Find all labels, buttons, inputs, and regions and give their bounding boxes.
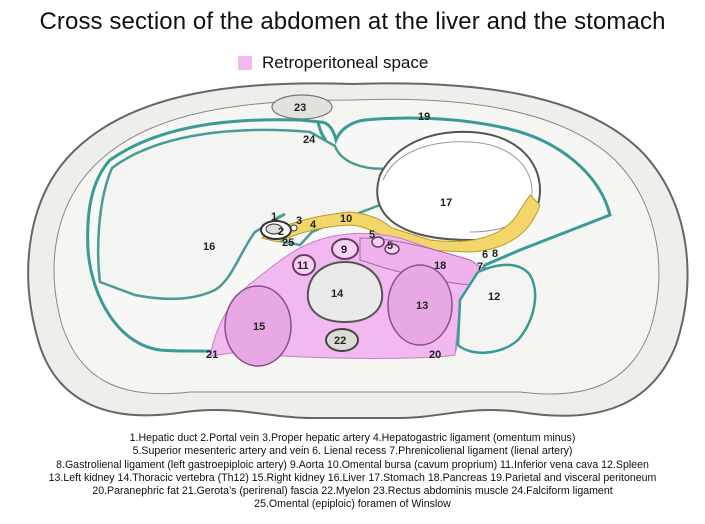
label-22: 22	[334, 335, 346, 347]
left-kidney	[387, 264, 453, 346]
label-19: 19	[418, 111, 430, 123]
label-12: 12	[488, 291, 500, 303]
falciform-ligament	[316, 121, 328, 142]
liver	[96, 128, 397, 301]
legend-label: Retroperitoneal space	[262, 53, 429, 72]
label-17: 17	[440, 197, 452, 209]
label-21: 21	[206, 349, 218, 361]
right-kidney	[224, 285, 292, 367]
label-6: 6	[482, 249, 488, 261]
caption-line: 13.Left kidney 14.Thoracic vertebra (Th1…	[48, 471, 657, 484]
aorta	[331, 238, 359, 260]
label-11: 11	[297, 260, 309, 272]
vertebra	[306, 260, 384, 324]
label-20: 20	[429, 349, 441, 361]
spleen	[456, 263, 537, 354]
retroperitoneal-swatch	[238, 56, 252, 70]
label-4: 4	[310, 219, 317, 231]
caption-line: 20.Paranephric fat 21.Gerota’s (perirena…	[92, 485, 613, 498]
label-7: 7	[477, 261, 483, 273]
legend: Retroperitoneal space	[238, 53, 428, 73]
caption-line: 5.Superior mesenteric artery and vein 6.…	[132, 445, 573, 458]
superior-mesenteric-vessels	[371, 236, 385, 248]
label-10: 10	[340, 213, 352, 225]
label-3: 3	[296, 215, 302, 227]
inferior-vena-cava	[292, 254, 316, 276]
caption-line: 25.Omental (epiploic) foramen of Winslow	[254, 498, 451, 511]
label-13: 13	[416, 300, 428, 312]
label-8: 8	[492, 248, 498, 260]
label-23: 23	[294, 102, 306, 114]
label-24: 24	[303, 134, 316, 146]
label-25: 25	[282, 237, 294, 249]
figure-caption: 1.Hepatic duct 2.Portal vein 3.Proper he…	[0, 432, 705, 512]
label-15: 15	[253, 321, 265, 333]
label-5b: 5	[387, 240, 393, 252]
page-title: Cross section of the abdomen at the live…	[39, 8, 666, 35]
spinal-canal	[325, 328, 359, 352]
caption-line: 8.Gastrolienal ligament (left gastroepip…	[56, 458, 649, 471]
caption-line: 1.Hepatic duct 2.Portal vein 3.Proper he…	[129, 432, 576, 444]
label-16: 16	[203, 241, 215, 253]
label-18: 18	[434, 260, 446, 272]
label-9: 9	[341, 244, 347, 256]
label-2: 2	[278, 226, 284, 238]
label-5: 5	[369, 229, 375, 241]
rectus-abdominis	[271, 94, 333, 120]
label-1: 1	[271, 211, 277, 223]
label-14: 14	[331, 288, 344, 300]
